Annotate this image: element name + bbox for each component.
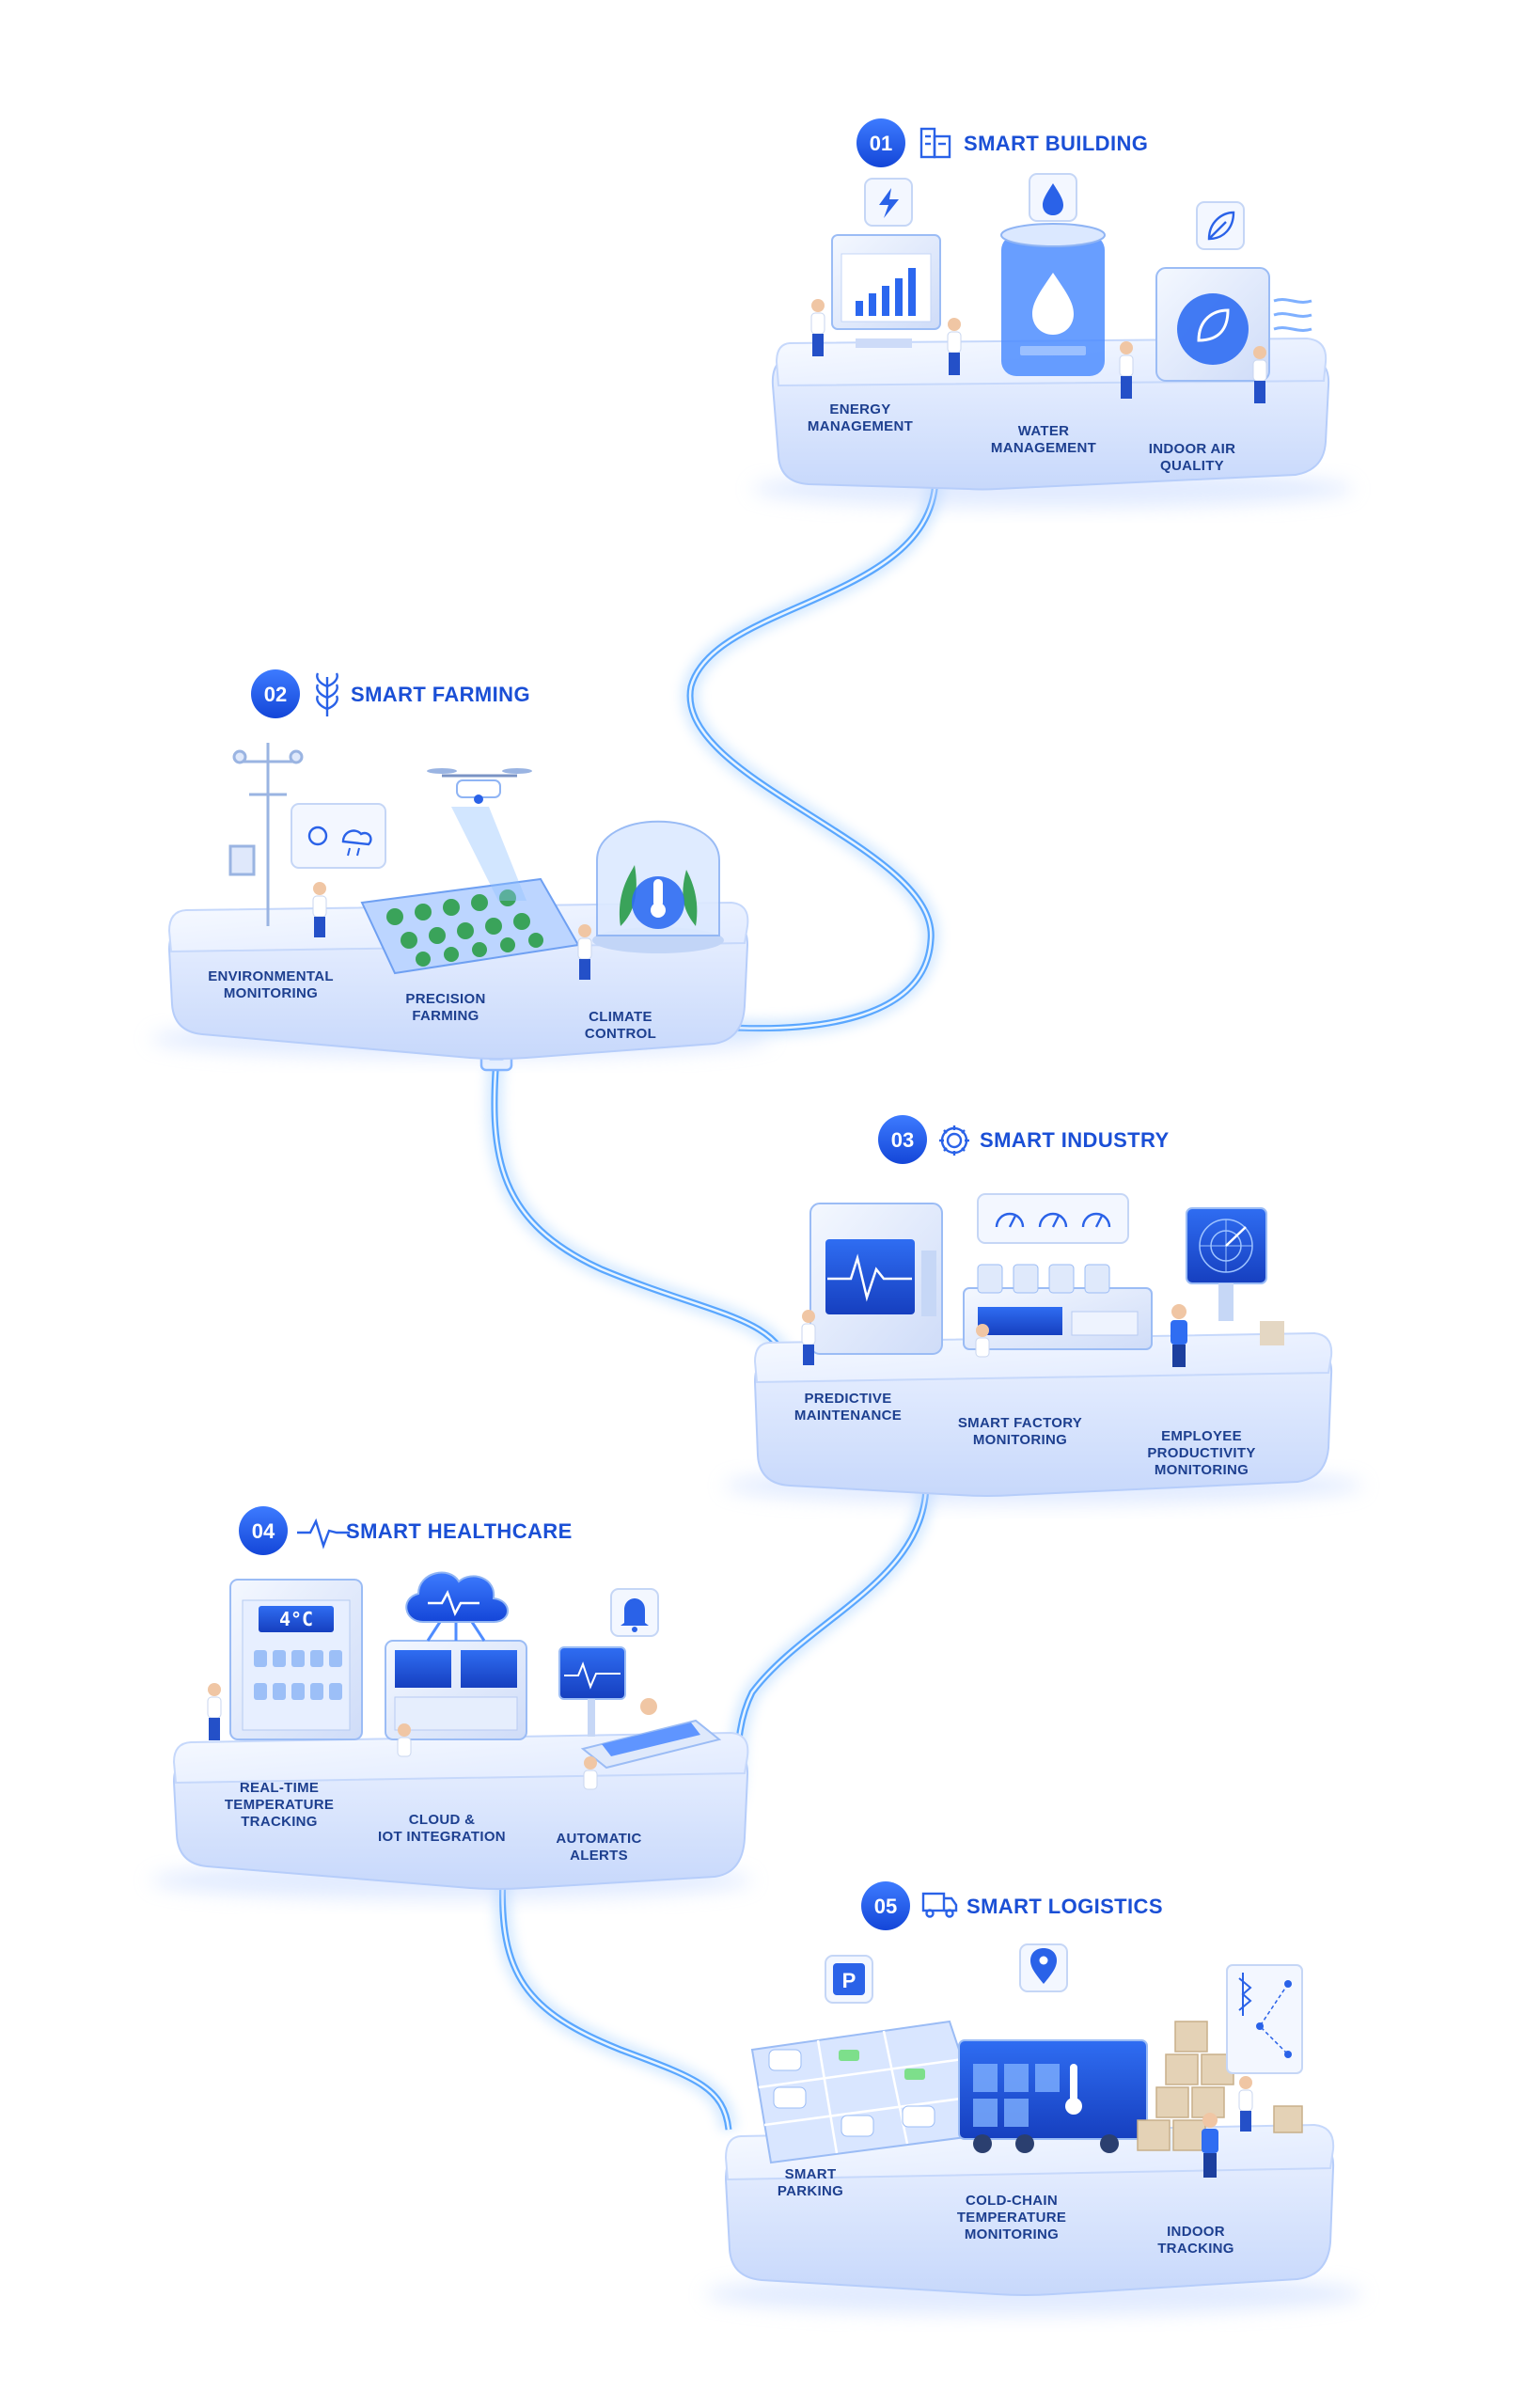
section-number-badge: [856, 118, 905, 167]
platform: [724, 2140, 1335, 2296]
air-quality-unit: [1155, 267, 1312, 382]
radar-icon: [1186, 1207, 1284, 1345]
person-figures: [207, 1683, 598, 1790]
water-tank: [1000, 223, 1106, 376]
person-figures: [1202, 2076, 1253, 2178]
section-number: 03: [891, 1128, 914, 1152]
section-number-badge: [239, 1506, 288, 1555]
energy-dashboard: [831, 234, 941, 348]
section-smart-farming: 02 SMART FARMING: [150, 669, 771, 1060]
section-smart-industry: 03 SMART INDUSTRY: [724, 1115, 1363, 1504]
leaf-icon: [1196, 201, 1245, 250]
factory-line: [963, 1264, 1153, 1350]
section-header-03: 03 SMART INDUSTRY: [878, 1115, 1170, 1164]
cold-chain-truck: [958, 2039, 1148, 2153]
feature-label-cloud-iot-integration: CLOUD &IOT INTEGRATION: [378, 1812, 506, 1845]
section-number: 02: [264, 683, 287, 706]
section-smart-building: 01 SMART BUILDING: [752, 118, 1354, 508]
bell-icon: [610, 1588, 659, 1637]
parking-icon: P: [825, 1955, 873, 2004]
svg-text:P: P: [842, 1969, 856, 1992]
cloud-icon: [405, 1571, 509, 1623]
fridge-temperature-display: 4°C: [279, 1608, 313, 1630]
hospital-bed: [558, 1646, 722, 1770]
wheat-icon: [316, 672, 338, 716]
section-number-badge: [878, 1115, 927, 1164]
waveform-icon: [827, 1253, 912, 1302]
building-icon: [919, 127, 951, 159]
bluetooth-icon: [1226, 1964, 1303, 2074]
section-smart-healthcare: 04 SMART HEALTHCARE 4°C: [150, 1506, 752, 1899]
drone-icon: [427, 768, 532, 901]
section-number: 05: [874, 1895, 897, 1918]
water-drop-icon: [1029, 173, 1077, 222]
precision-planter: [360, 877, 580, 975]
section-smart-logistics: 05 SMART LOGISTICS P: [705, 1881, 1363, 2315]
fridge-icon: 4°C: [229, 1579, 363, 1740]
platform: [771, 356, 1330, 491]
section-title: SMART HEALTHCARE: [346, 1519, 573, 1543]
platform: [753, 1347, 1333, 1497]
person-figures: [801, 1304, 1187, 1367]
connection-cables: [485, 471, 944, 2132]
cloud-iot-station: [385, 1618, 527, 1740]
section-title: SMART LOGISTICS: [966, 1895, 1163, 1918]
section-header-04: 04 SMART HEALTHCARE: [239, 1506, 573, 1555]
weather-station: [228, 743, 304, 926]
location-pin-icon: [1019, 1943, 1068, 1992]
truck-icon: [921, 1892, 958, 1918]
lightning-icon: [864, 178, 913, 227]
section-title: SMART FARMING: [351, 683, 530, 706]
section-number: 04: [252, 1519, 275, 1543]
platform: [172, 1747, 749, 1890]
gauge-icon: [977, 1193, 1129, 1244]
section-header-01: 01 SMART BUILDING: [856, 118, 1148, 167]
person-figures: [312, 882, 592, 980]
gear-icon: [939, 1125, 969, 1156]
maintenance-machine: [809, 1203, 943, 1355]
section-title: SMART BUILDING: [964, 132, 1148, 155]
weather-icon: [291, 803, 386, 869]
section-number-badge: [861, 1881, 910, 1930]
parking-lot: [750, 2020, 989, 2164]
heartbeat-icon: [297, 1518, 350, 1550]
section-header-05: 05 SMART LOGISTICS: [861, 1881, 1163, 1930]
person-figures: [810, 299, 1267, 403]
section-header-02: 02 SMART FARMING: [251, 669, 530, 718]
section-number-badge: [251, 669, 300, 718]
platform: [167, 918, 749, 1060]
thermometer-icon: [632, 876, 684, 929]
section-title: SMART INDUSTRY: [980, 1128, 1170, 1152]
section-number: 01: [870, 132, 892, 155]
